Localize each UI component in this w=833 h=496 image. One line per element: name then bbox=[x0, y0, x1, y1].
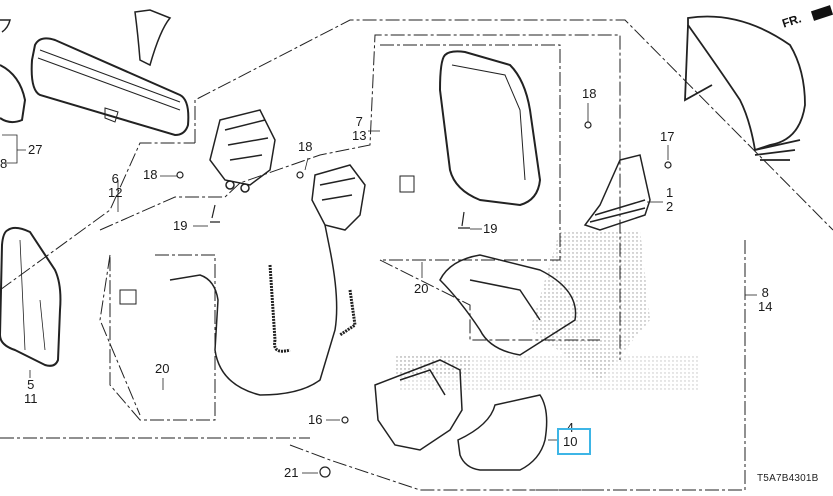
callout-19a[interactable]: 19 bbox=[173, 218, 188, 233]
callout-16[interactable]: 16 bbox=[308, 412, 323, 427]
callout-18c[interactable]: 18 bbox=[582, 86, 597, 101]
diagram-part-code: T5A7B4301B bbox=[757, 473, 819, 484]
skull-cap-cover bbox=[457, 394, 548, 471]
highlight-box-10 bbox=[557, 428, 591, 455]
mirror-housing bbox=[438, 50, 542, 207]
callout-18a[interactable]: 18 bbox=[143, 167, 158, 182]
mirror-base bbox=[374, 359, 463, 451]
mirror-cap bbox=[684, 15, 806, 161]
rear-view-mirror bbox=[30, 9, 190, 137]
mirror-glass bbox=[0, 226, 62, 367]
wire-harness bbox=[169, 224, 357, 396]
partial-mirror-left bbox=[0, 64, 27, 124]
callout-21[interactable]: 21 bbox=[284, 465, 299, 480]
connector-block-2 bbox=[399, 175, 415, 193]
callout-19b[interactable]: 19 bbox=[483, 221, 498, 236]
callout-18b[interactable]: 18 bbox=[298, 139, 313, 154]
turn-signal-lamp bbox=[583, 154, 651, 231]
callout-27[interactable]: 27 bbox=[28, 142, 43, 157]
connector-block bbox=[119, 289, 137, 305]
callout-8-partial[interactable]: 8 bbox=[0, 156, 8, 171]
lower-cover bbox=[439, 254, 577, 356]
control-unit bbox=[311, 164, 366, 231]
actuator-motor bbox=[209, 109, 276, 193]
callout-20a[interactable]: 20 bbox=[414, 281, 429, 296]
watermark-text bbox=[400, 355, 700, 390]
callout-20b[interactable]: 20 bbox=[155, 361, 170, 376]
callout-17[interactable]: 17 bbox=[660, 129, 675, 144]
